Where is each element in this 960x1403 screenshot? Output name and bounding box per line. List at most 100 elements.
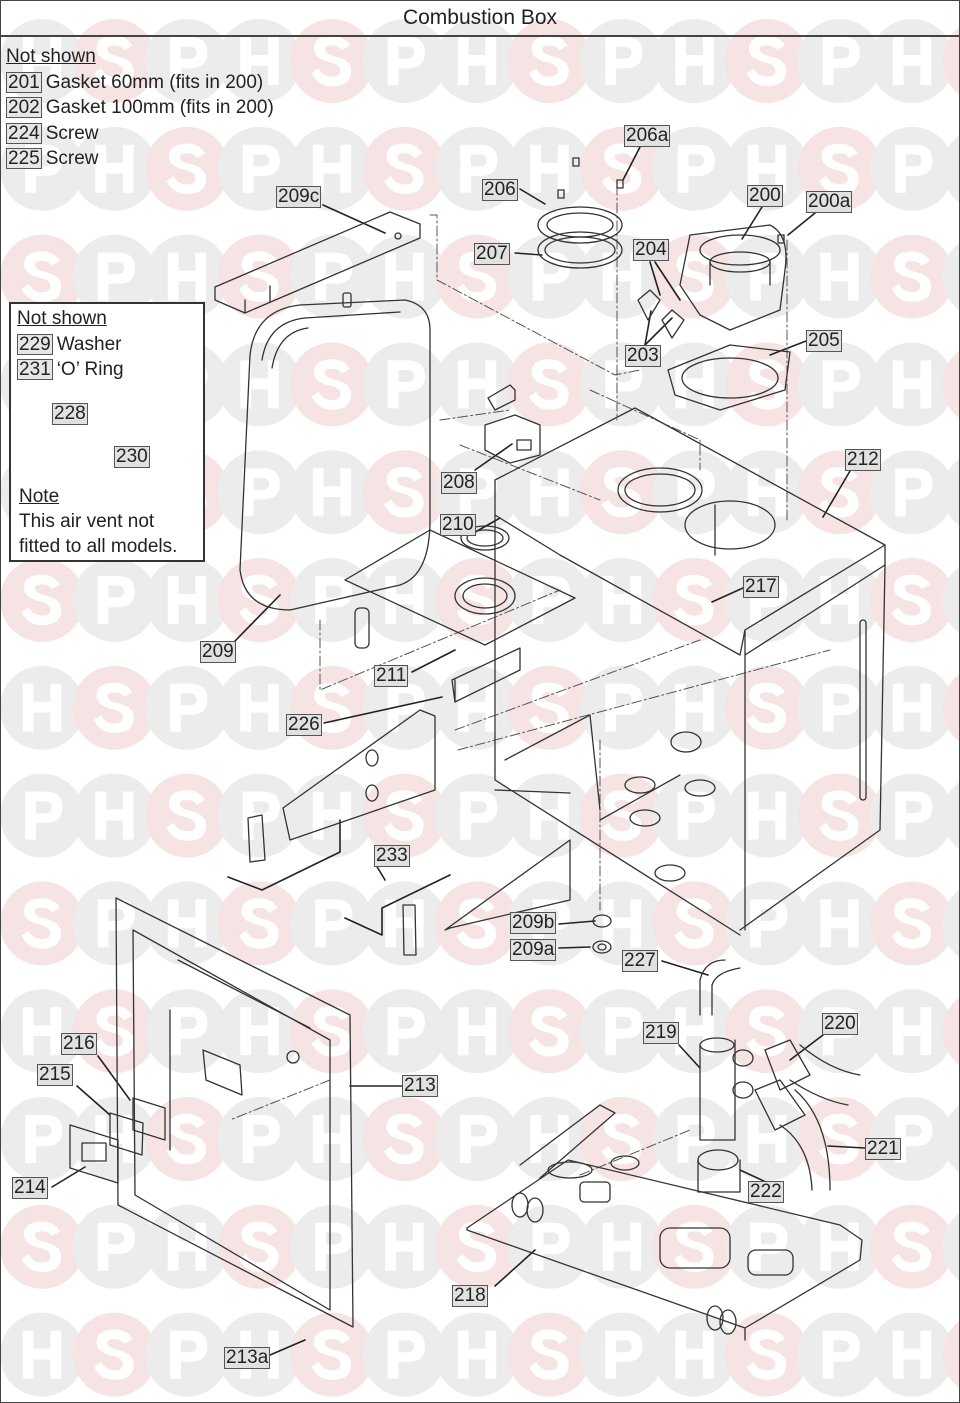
watermark-circle [217,665,302,750]
watermark-circle [362,19,447,103]
watermark-circle [580,19,664,103]
watermark-circle [580,773,664,858]
watermark-circle [725,19,809,103]
watermark-circle [145,1097,229,1181]
part-label-208[interactable]: 208 [441,472,477,494]
part-226-channel [451,647,521,703]
part-label-200[interactable]: 200 [747,185,783,207]
watermark-circle [797,881,882,966]
watermark-circle [652,773,737,858]
part-label-219[interactable]: 219 [643,1022,679,1044]
watermark-circle [942,997,960,1066]
part-label-217[interactable]: 217 [743,576,779,598]
watermark-circle [870,665,954,750]
part-label-222[interactable]: 222 [748,1181,784,1203]
watermark-circle [435,19,519,103]
part-number[interactable]: 229 [17,333,53,355]
part-209ab-washer-nut [592,914,612,954]
watermark-circle [217,558,302,642]
part-label-209c[interactable]: 209c [276,186,322,208]
part-label-220[interactable]: 220 [822,1013,858,1035]
watermark-circle [217,1097,302,1181]
part-desc: ‘O’ Ring [56,359,124,381]
watermark-circle [145,234,229,319]
watermark-circle [725,450,809,535]
watermark-circle [145,558,229,642]
watermark-circle [942,1212,960,1281]
part-label-203[interactable]: 203 [625,345,661,367]
watermark-circle [580,989,664,1074]
part-label-207[interactable]: 207 [474,243,510,265]
part-label-215[interactable]: 215 [37,1064,73,1086]
page-title: Combustion Box [402,6,558,29]
part-210-211-baffle [344,525,576,646]
watermark-circle [72,234,157,319]
watermark-circle [435,665,519,750]
watermark-circle [507,450,592,535]
part-label-218[interactable]: 218 [452,1285,488,1307]
part-label-221[interactable]: 221 [865,1138,901,1160]
watermark-circle [725,1204,809,1289]
watermark-circle [435,342,519,427]
watermark-circle [942,1104,960,1174]
part-label-200a[interactable]: 200a [806,191,853,213]
part-label-209[interactable]: 209 [200,641,236,663]
watermark-circle [652,342,737,427]
note-line: This air vent not [19,511,155,532]
watermark-circle [725,1097,809,1181]
part-label-213a[interactable]: 213a [224,1347,271,1369]
part-label-227[interactable]: 227 [622,950,658,972]
part-label-205[interactable]: 205 [806,330,842,352]
part-label-213[interactable]: 213 [402,1075,438,1097]
watermark-circle [290,989,374,1074]
watermark-circle [652,126,737,211]
part-label-210[interactable]: 210 [440,514,476,536]
watermark-circle [145,126,229,211]
part-label-212[interactable]: 212 [845,449,881,471]
watermark-circle [290,19,374,103]
watermark-circle [942,565,960,635]
watermark-circle [362,1204,447,1289]
watermark-circle [290,773,374,858]
watermark-circle [942,134,960,203]
watermark-circle [870,342,954,427]
watermark-circle [725,881,809,966]
part-label-204[interactable]: 204 [633,239,669,261]
part-number[interactable]: 201 [6,71,42,93]
part-label-230[interactable]: 230 [114,446,150,468]
part-number[interactable]: 224 [6,122,42,144]
part-label-233[interactable]: 233 [374,845,410,867]
part-label-209b[interactable]: 209b [510,912,557,934]
watermark-circle [0,1204,84,1289]
part-desc: Screw [45,122,99,144]
watermark-circle [145,1312,229,1397]
watermark-circle [0,665,84,750]
watermark-circle [72,665,157,750]
part-208-component [484,384,541,464]
part-label-206[interactable]: 206 [482,179,518,201]
watermark-circle [0,881,84,966]
watermark-circle [870,1097,954,1181]
part-label-211[interactable]: 211 [374,665,409,687]
legend-heading: Not shown [6,46,96,67]
part-label-228[interactable]: 228 [52,403,88,425]
part-number[interactable]: 202 [6,97,42,119]
part-label-216[interactable]: 216 [61,1033,97,1055]
watermark-circle [0,558,84,642]
watermark-circle [72,881,157,966]
watermark-circle [942,458,960,527]
watermark-circle [290,881,374,966]
part-label-209a[interactable]: 209a [510,939,557,961]
part-number[interactable]: 225 [6,148,42,170]
part-label-214[interactable]: 214 [12,1177,48,1199]
part-number[interactable]: 231 [17,359,53,381]
part-label-206a[interactable]: 206a [624,125,671,147]
watermark-circle [870,450,954,535]
part-label-226[interactable]: 226 [286,714,322,736]
part-desc: Gasket 60mm (fits in 200) [45,71,264,93]
